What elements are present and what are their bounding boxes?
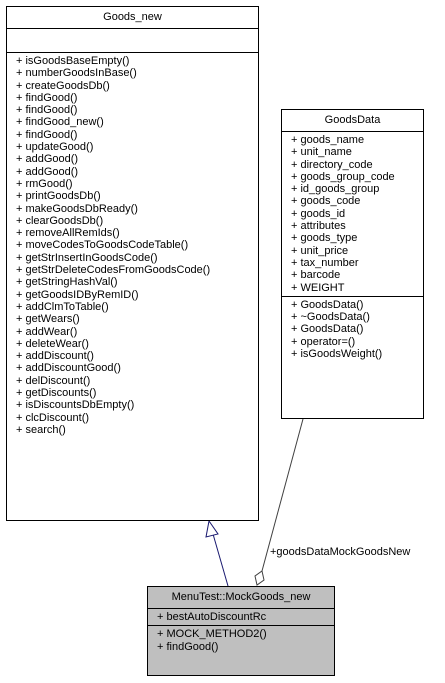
method-row: + findGood_new() [16,116,104,129]
method-row: + createGoodsDb() [16,79,110,92]
method-row: + clcDiscount() [16,411,90,424]
mock-goods-new-methods: + MOCK_METHOD2()+ findGood() [148,626,334,655]
attribute-row: + tax_number [291,256,359,269]
goods-new-class-box: Goods_new + isGoodsBaseEmpty()+ numberGo… [6,6,259,521]
attribute-row: + goods_type [291,232,358,245]
method-row: + operator=() [291,335,356,348]
attribute-row: + directory_code [291,158,373,171]
method-row: + findGood() [16,104,78,117]
method-row: + search() [16,423,66,436]
method-row: + isDiscountsDbEmpty() [16,399,135,412]
method-row: + addDiscountGood() [16,362,121,375]
method-row: + findGood() [157,640,219,653]
method-row: + getStrDeleteCodesFromGoodsCode() [16,264,211,277]
goods-data-class-box: GoodsData + goods_name+ unit_name+ direc… [281,109,424,419]
attribute-row: + unit_price [291,244,349,257]
attribute-row: + id_goods_group [291,183,380,196]
goods-new-methods: + isGoodsBaseEmpty()+ numberGoodsInBase(… [7,53,258,438]
method-row: + getStrInsertInGoodsCode() [16,251,158,264]
attribute-row: + barcode [291,269,341,282]
method-row: + numberGoodsInBase() [16,67,137,80]
attribute-row: + bestAutoDiscountRc [157,611,267,623]
method-row: + makeGoodsDbReady() [16,202,138,215]
method-row: + findGood() [16,91,78,104]
goods-new-attributes [7,29,258,53]
method-row: + addGood() [16,153,79,166]
method-row: + addWear() [16,325,78,338]
method-row: + MOCK_METHOD2() [157,628,267,641]
goods-data-attributes: + goods_name+ unit_name+ directory_code+… [282,132,423,297]
method-row: + moveCodesToGoodsCodeTable() [16,239,189,252]
inheritance-line [212,533,229,587]
method-row: + rmGood() [16,177,73,190]
method-row: + findGood() [16,128,78,141]
association-label: +goodsDataMockGoodsNew [270,546,411,558]
mock-goods-new-class-box: MenuTest::MockGoods_new + bestAutoDiscou… [147,586,335,676]
method-row: + clearGoodsDb() [16,214,104,227]
attribute-row: + goods_code [291,195,361,208]
method-row: + isGoodsWeight() [291,348,383,361]
method-row: + getDiscounts() [16,387,97,400]
attribute-row: + goods_name [291,134,365,146]
goods-data-methods: + GoodsData()+ ~GoodsData()+ GoodsData()… [282,297,423,362]
method-row: + ~GoodsData() [291,311,370,324]
goods-data-class-name: GoodsData [282,110,423,132]
method-row: + delDiscount() [16,374,91,387]
attribute-row: + unit_name [291,146,352,159]
method-row: + isGoodsBaseEmpty() [16,55,130,67]
attribute-row: + WEIGHT [291,281,345,294]
method-row: + getGoodsIDByRemID() [16,288,139,301]
method-row: + GoodsData() [291,298,364,311]
mock-goods-new-attributes: + bestAutoDiscountRc [148,609,334,627]
attribute-row: + goods_group_code [291,170,395,183]
method-row: + printGoodsDb() [16,190,101,203]
method-row: + deleteWear() [16,337,89,350]
method-row: + getWears() [16,313,80,326]
goods-new-class-name: Goods_new [7,7,258,29]
inheritance-arrowhead [205,519,219,538]
method-row: + addClmToTable() [16,300,109,313]
aggregation-diamond [254,570,265,586]
method-row: + addDiscount() [16,350,94,363]
method-row: + addGood() [16,165,79,178]
attribute-row: + attributes [291,220,346,233]
method-row: + GoodsData() [291,323,364,336]
mock-goods-new-class-name: MenuTest::MockGoods_new [148,587,334,609]
method-row: + removeAllRemIds() [16,227,120,240]
method-row: + updateGood() [16,141,94,154]
attribute-row: + goods_id [291,207,346,220]
method-row: + getStringHashVal() [16,276,118,289]
